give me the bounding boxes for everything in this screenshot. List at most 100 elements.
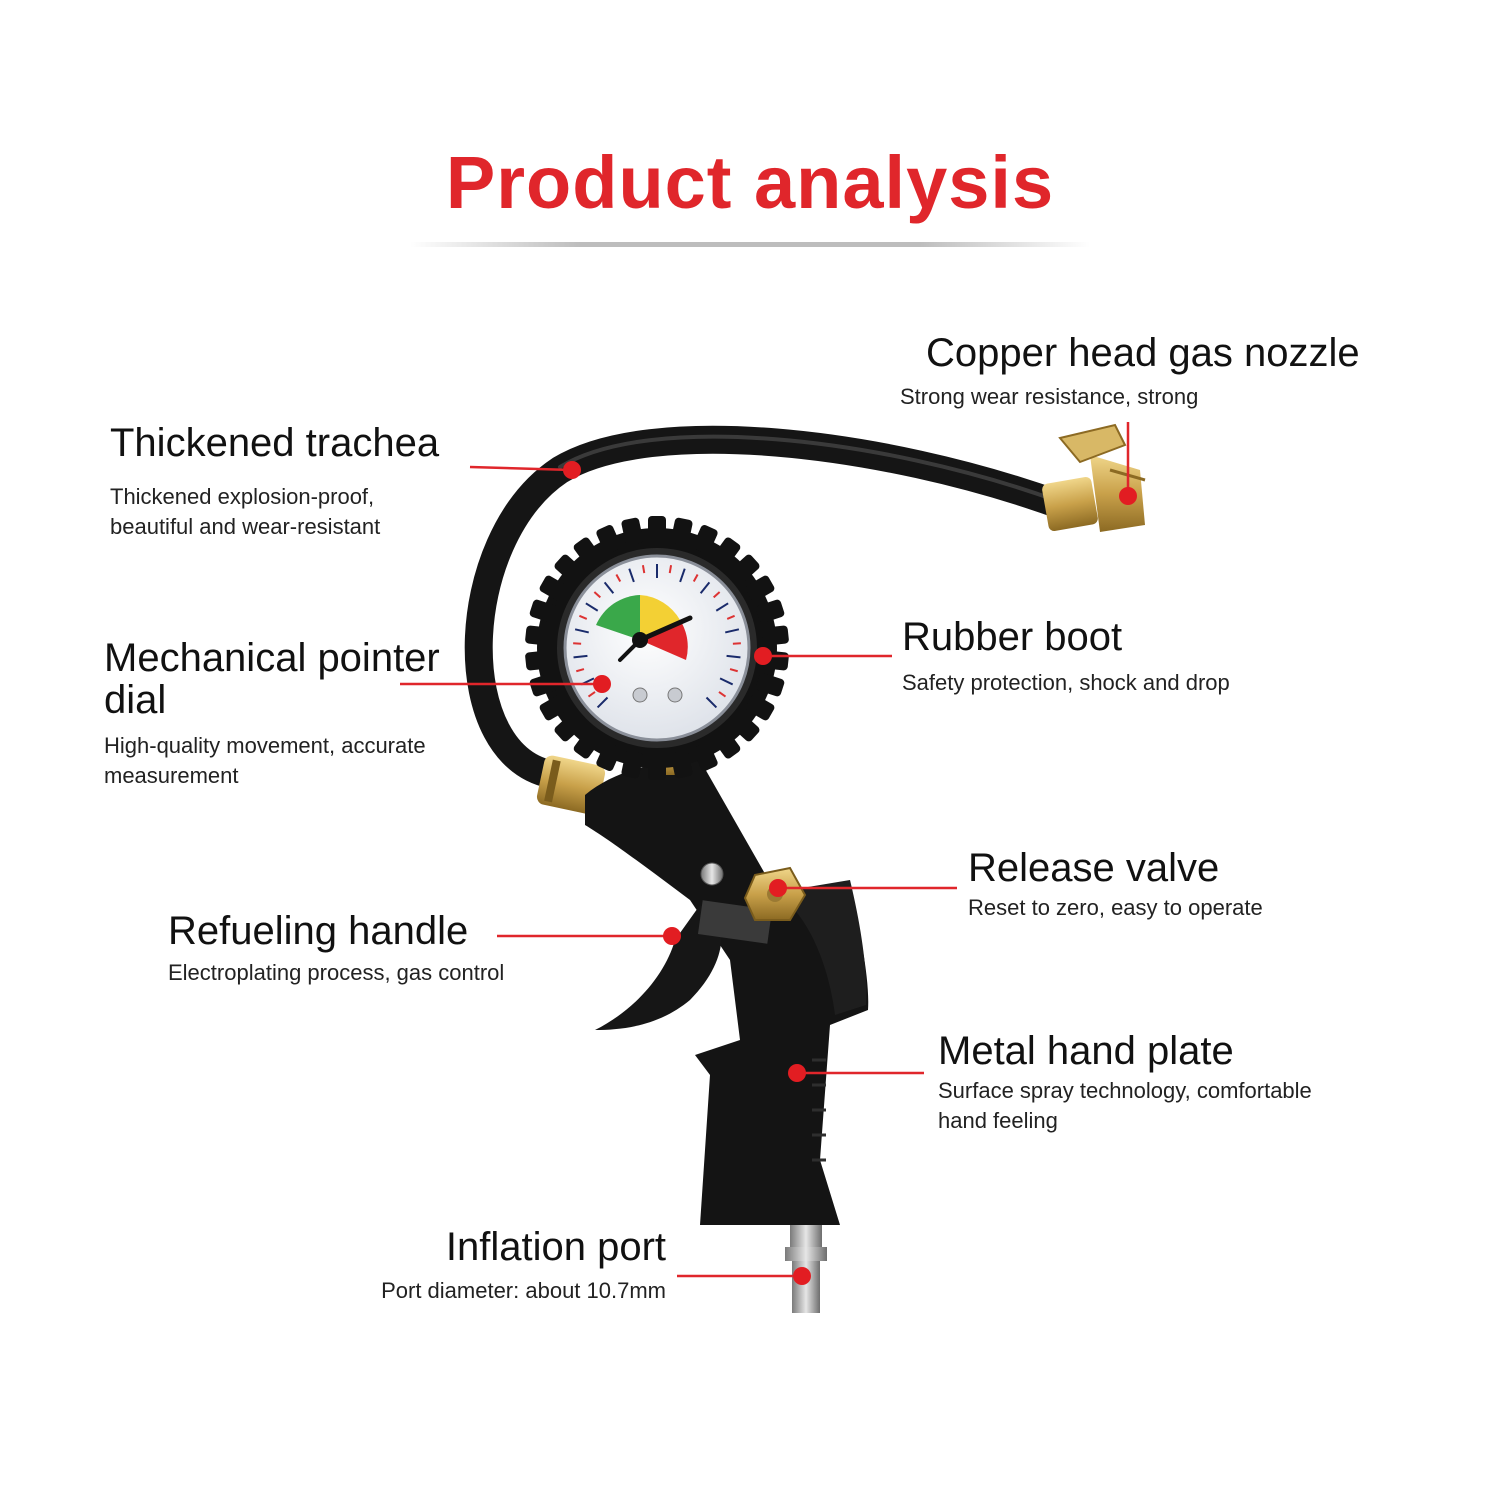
callout-dial-desc-1: High-quality movement, accurate (104, 733, 426, 758)
callout-nozzle: Copper head gas nozzle Strong wear resis… (900, 331, 1360, 412)
callout-handle-desc: Electroplating process, gas control (168, 960, 505, 985)
gauge-tick (579, 614, 588, 620)
callout-handle-name: Refueling handle (168, 909, 469, 953)
gauge-tick (726, 654, 741, 659)
callout-handle: Refueling handle Electroplating process,… (168, 910, 504, 988)
boot-tooth (554, 713, 583, 742)
callout-port-name: Inflation port (445, 1225, 666, 1269)
gauge-tick (587, 691, 596, 698)
gauge-tick (715, 602, 729, 612)
dot-nozzle (1119, 487, 1137, 505)
boot-tooth (525, 650, 553, 671)
boot-tooth (745, 694, 775, 721)
callout-valve-name: Release valve (968, 846, 1220, 890)
callout-nozzle-desc: Strong wear resistance, strong (900, 384, 1199, 409)
marker-dots (563, 461, 1137, 1285)
gauge-tick (679, 568, 686, 583)
boot-tooth (573, 537, 601, 566)
gauge-tick (585, 602, 599, 612)
gauge-tick (628, 568, 635, 583)
callout-plate: Metal hand plate Surface spray technolog… (938, 1030, 1312, 1136)
boot-tooth (745, 575, 775, 602)
gauge-tick (615, 573, 622, 582)
gauge-tick (603, 581, 615, 594)
gauge-tick (718, 691, 727, 698)
leader-lines (400, 422, 1130, 1278)
boot-tooth (731, 554, 760, 583)
gauge-tick (573, 654, 588, 659)
gauge-tick (713, 591, 721, 599)
boot-tooth (529, 599, 558, 623)
boot-tooth (670, 517, 693, 546)
gauge-tick (668, 565, 673, 574)
boot-tooth (596, 525, 621, 554)
gauge-tick (725, 628, 740, 634)
dot-valve (769, 879, 787, 897)
dot-port (793, 1267, 811, 1285)
callout-valve-desc: Reset to zero, easy to operate (968, 895, 1263, 920)
dot-dial (593, 675, 611, 693)
gauge-tick (729, 668, 738, 673)
gauge-tick (574, 628, 589, 634)
callout-port-desc: Port diameter: about 10.7mm (381, 1278, 666, 1303)
boot-tooth (648, 516, 666, 542)
callout-trachea-desc-2: beautiful and wear-resistant (110, 514, 381, 539)
callout-dial: Mechanical pointer dial High-quality mov… (104, 637, 440, 791)
page-title: Product analysis (445, 141, 1055, 224)
boot-tooth (756, 673, 785, 697)
boot-tooth (525, 625, 553, 646)
gauge-tick (641, 565, 646, 574)
boot-tooth (573, 730, 601, 759)
boot-tooth (693, 742, 718, 771)
callout-nozzle-name: Copper head gas nozzle (926, 331, 1360, 375)
callout-dial-desc-2: measurement (104, 763, 239, 788)
callout-boot: Rubber boot Safety protection, shock and… (902, 616, 1230, 698)
dot-trachea (563, 461, 581, 479)
boot-tooth (731, 713, 760, 742)
gauge-tick (692, 573, 699, 582)
boot-tooth (693, 525, 718, 554)
gauge-tick (726, 614, 735, 620)
refueling-handle (595, 905, 722, 1030)
title-underline (410, 242, 1090, 247)
gauge-tick (596, 696, 609, 709)
boot-tooth (621, 750, 644, 779)
gauge-tick (576, 668, 585, 673)
callout-trachea-desc-1: Thickened explosion-proof, (110, 484, 375, 509)
callout-trachea-name: Thickened trachea (110, 421, 440, 465)
hose-highlight (558, 434, 1057, 502)
callout-dial-name-1: Mechanical pointer (104, 636, 440, 680)
dot-plate (788, 1064, 806, 1082)
pivot-screw (700, 862, 724, 886)
callout-plate-name: Metal hand plate (938, 1029, 1234, 1073)
boot-tooth (539, 575, 569, 602)
callout-dial-name-2: dial (104, 678, 167, 722)
pressure-gauge (525, 516, 789, 780)
boot-tooth (713, 537, 741, 566)
boot-tooth (713, 730, 741, 759)
dot-boot (754, 647, 772, 665)
boot-tooth (761, 625, 789, 646)
callout-valve: Release valve Reset to zero, easy to ope… (968, 847, 1263, 923)
gauge-tick (719, 677, 734, 686)
callout-boot-desc: Safety protection, shock and drop (902, 670, 1230, 695)
leader-trachea (469, 465, 573, 472)
boot-tooth (670, 750, 693, 779)
callout-plate-desc-2: hand feeling (938, 1108, 1058, 1133)
boot-tooth (756, 599, 785, 623)
boot-tooth (621, 517, 644, 546)
callout-plate-desc-1: Surface spray technology, comfortable (938, 1078, 1312, 1103)
dot-handle (663, 927, 681, 945)
copper-nozzle (1042, 423, 1146, 532)
boot-tooth (596, 742, 621, 771)
gauge-tick (593, 591, 601, 599)
boot-tooth (539, 694, 569, 721)
gauge-tick (699, 581, 711, 594)
callout-port: Inflation port Port diameter: about 10.7… (340, 1226, 666, 1306)
boot-tooth (554, 554, 583, 583)
boot-tooth (648, 754, 666, 780)
gun-body (585, 760, 869, 1225)
callout-boot-name: Rubber boot (902, 615, 1123, 659)
inflation-port (785, 1225, 827, 1313)
